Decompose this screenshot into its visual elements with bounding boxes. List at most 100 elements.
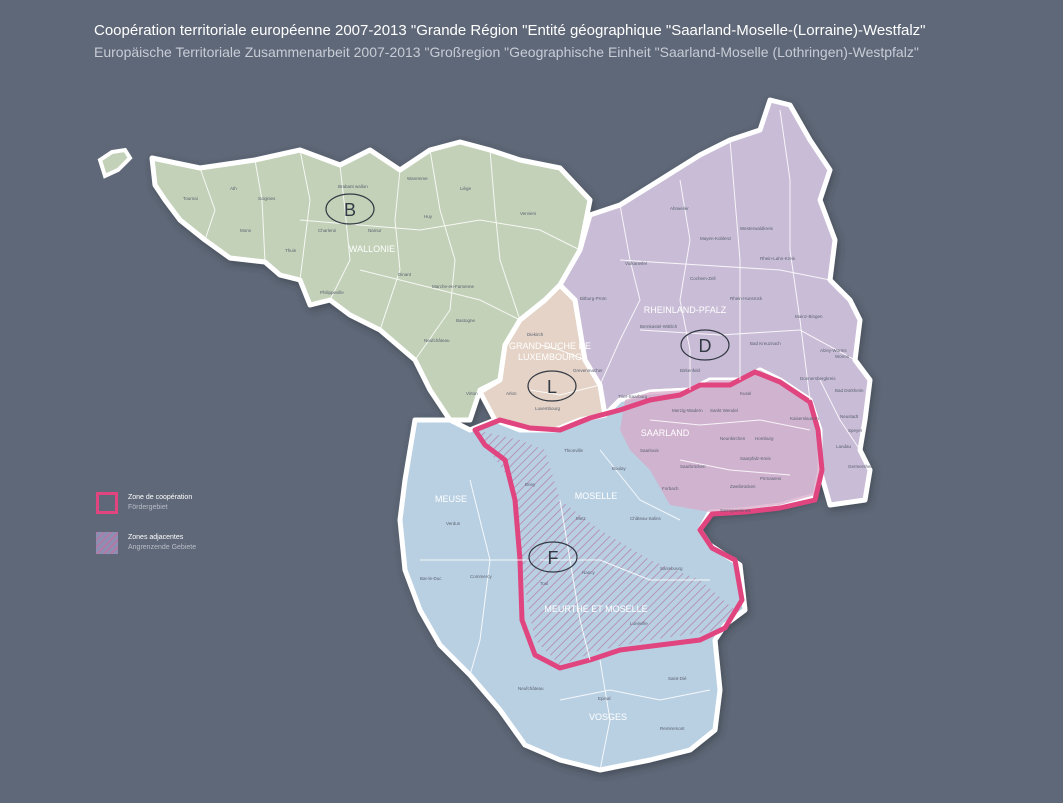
region-saarland: [620, 370, 820, 512]
place-neufchateau: Neufchâteau: [424, 338, 450, 343]
label-meurthe-et-moselle: MEURTHE ET MOSELLE: [544, 604, 647, 614]
place-landau: Landau: [836, 444, 852, 449]
place-charleroi: Charleroi: [318, 228, 336, 233]
place-wittlich: Bernkastel-Wittlich: [640, 324, 678, 329]
place-neufchateau-f: Neufchâteau: [518, 686, 544, 691]
country-letter-d: D: [699, 336, 712, 356]
place-brabant: Brabant wallon: [338, 184, 368, 189]
island-fragment: [97, 147, 133, 179]
place-tournai: Tournai: [183, 196, 198, 201]
place-marche: Marche-en-Famenne: [432, 284, 475, 289]
place-rhein-lahn: Rhein-Lahn-Kreis: [760, 256, 796, 261]
place-bastogne: Bastogne: [456, 318, 476, 323]
place-neustadt: Neustadt: [840, 414, 859, 419]
place-saarbruecken: Saarbrücken: [680, 464, 706, 469]
place-arlon: Arlon: [506, 391, 517, 396]
map-legend: Zone de coopération Fördergebiet Zones a…: [96, 492, 296, 572]
place-forbach: Forbach: [662, 486, 679, 491]
legend-label-adj-de: Angrenzende Gebiete: [128, 544, 197, 551]
legend-label-coop-de: Fördergebiet: [128, 504, 168, 511]
place-donnersberg: Donnersbergkreis: [800, 376, 836, 381]
legend-cooperation-zone: Zone de coopération Fördergebiet: [96, 492, 296, 532]
place-namur: Namur: [368, 228, 382, 233]
place-philippeville: Philippeville: [320, 290, 344, 295]
label-wallonie: WALLONIE: [349, 244, 395, 254]
label-grand-duche-1: GRAND DUCHE DE: [509, 341, 591, 351]
place-mainz: Mainz-Bingen: [795, 314, 823, 319]
place-bitburg: Bitburg-Prüm: [580, 296, 607, 301]
place-grevenmacher: Grevenmacher: [573, 368, 603, 373]
place-neunkirchen: Neunkirchen: [720, 436, 746, 441]
country-marker-f: F: [528, 541, 578, 573]
label-grand-duche-2: LUXEMBOURG: [518, 352, 582, 362]
place-thionville: Thionville: [564, 448, 584, 453]
place-cochem: Cochem-Zell: [690, 276, 716, 281]
title-french: Coopération territoriale européenne 2007…: [94, 22, 926, 39]
country-letter-b: B: [344, 200, 356, 220]
place-thuin: Thuin: [285, 248, 297, 253]
legend-swatch-cooperation: [96, 492, 118, 514]
place-remiremont: Remiremont: [660, 726, 685, 731]
place-bad-kreuznach: Bad Kreuznach: [750, 341, 781, 346]
country-letter-f: F: [548, 548, 559, 568]
place-saarlouis: Saarlouis: [640, 448, 660, 453]
place-luxembourg: Luxembourg: [535, 406, 561, 411]
place-alzey: Alzey-Worms: [820, 348, 847, 353]
place-chateau-salins: Château-Salins: [630, 516, 662, 521]
place-liege: Liège: [460, 186, 472, 191]
place-soignies: Soignies: [258, 196, 276, 201]
place-names: Tournai Ath Soignies Mons Thuin Charlero…: [183, 176, 876, 731]
label-moselle: MOSELLE: [575, 491, 618, 501]
place-sarrebourg: Sarrebourg: [660, 566, 683, 571]
place-sarreguemines: Sarreguemines: [720, 508, 751, 513]
place-diekirch: Diekirch: [527, 332, 544, 337]
title-german: Europäische Territoriale Zusammenarbeit …: [94, 44, 919, 60]
label-rheinland-pfalz: RHEINLAND-PFALZ: [644, 305, 727, 315]
place-toul: Toul: [540, 581, 548, 586]
country-marker-b: B: [325, 193, 375, 225]
place-speyer: Speyer: [848, 428, 863, 433]
place-dinant: Dinant: [398, 272, 412, 277]
district-lines: [199, 109, 861, 771]
place-bad-duerkheim: Bad Dürkheim: [835, 388, 864, 393]
place-st-wendel: Sankt Wendel: [710, 408, 738, 413]
legend-label-adj-fr: Zones adjacentes: [128, 534, 184, 541]
place-ath: Ath: [230, 186, 237, 191]
place-saint-die: Saint-Dié: [668, 676, 687, 681]
place-vulkaneifel: Vulkaneifel: [625, 261, 647, 266]
place-metz: Metz: [576, 516, 587, 521]
place-pirmasens: Pirmasens: [760, 476, 782, 481]
place-luneville: Lunéville: [630, 621, 648, 626]
place-epinal: Epinal: [598, 696, 611, 701]
place-mons: Mons: [240, 228, 252, 233]
place-germersheim: Germersheim: [848, 464, 876, 469]
place-virton: Virton: [466, 391, 478, 396]
place-waremme: Waremme: [407, 176, 428, 181]
place-commercy: Commercy: [470, 574, 493, 579]
place-trier: Trier-Saarburg: [618, 394, 648, 399]
legend-adjacent-zones: Zones adjacentes Angrenzende Gebiete: [96, 532, 296, 572]
place-worms: Worms: [835, 354, 850, 359]
place-ahrweiler: Ahrweiler: [670, 206, 689, 211]
place-nancy: Nancy: [582, 570, 596, 575]
place-zweibruecken: Zweibrücken: [730, 484, 756, 489]
place-huy: Huy: [424, 214, 433, 219]
place-bar-le-duc: Bar-le-Duc: [420, 576, 442, 581]
place-rhein-hunsrueck: Rhein-Hunsrück: [730, 296, 763, 301]
label-meuse: MEUSE: [435, 494, 467, 504]
country-marker-l: L: [527, 370, 577, 402]
legend-swatch-adjacent: [96, 532, 118, 554]
place-mayen: Mayen-Koblenz: [700, 236, 732, 241]
adjacent-zone-hatched: [475, 430, 735, 665]
place-verviers: Verviers: [520, 211, 537, 216]
place-verdun: Verdun: [446, 521, 461, 526]
place-kaiserslautern: Kaiserslautern: [790, 416, 819, 421]
place-kusel: Kusel: [740, 391, 751, 396]
cooperation-zone-border: [472, 369, 825, 671]
place-merzig: Merzig-Wadern: [672, 408, 703, 413]
place-birkenfeld: Birkenfeld: [680, 368, 701, 373]
label-saarland: SAARLAND: [641, 428, 690, 438]
place-homburg: Homburg: [755, 436, 774, 441]
place-westerwald: Westerwaldkreis: [740, 226, 774, 231]
